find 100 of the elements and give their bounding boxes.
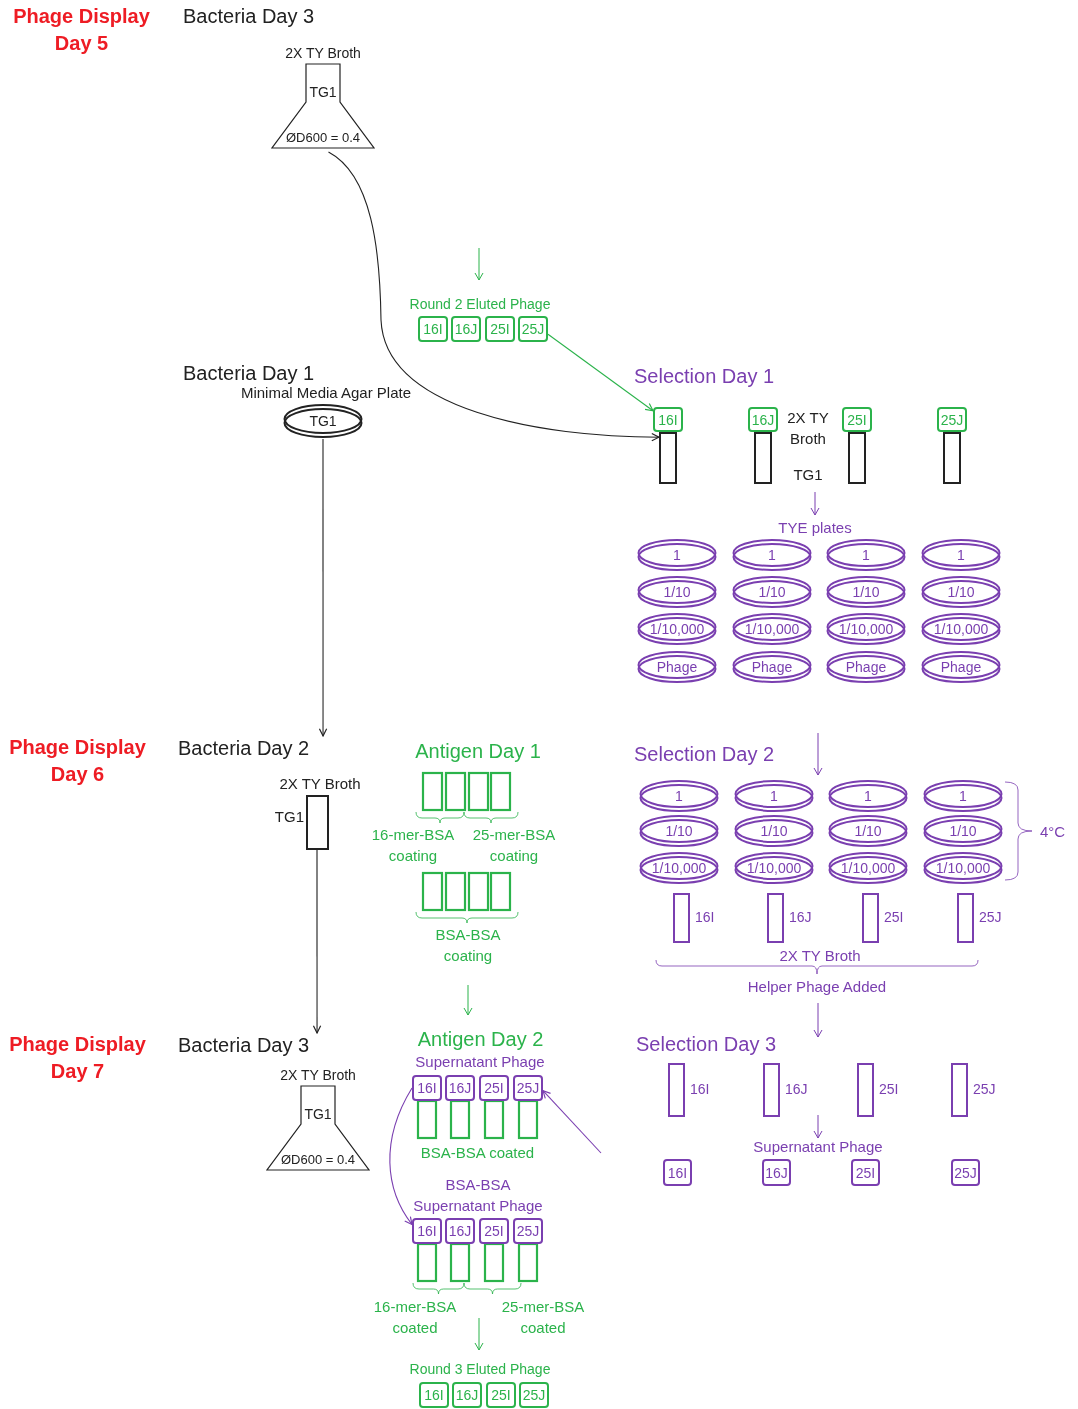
sample-tag: 25J xyxy=(937,407,967,432)
tube-label: 16I xyxy=(690,1081,710,1098)
group-label: Supernatant Phage xyxy=(414,1052,546,1071)
sample-tag: 25I xyxy=(486,1382,516,1408)
section-heading: Selection Day 3 xyxy=(636,1032,777,1056)
sample-tag: 16I xyxy=(663,1159,692,1186)
section-heading: Antigen Day 2 xyxy=(416,1027,545,1051)
sample-tag: 25I xyxy=(479,1218,509,1244)
section-heading: Bacteria Day 3 xyxy=(178,1033,328,1057)
dish-label: Phage xyxy=(751,659,793,675)
sample-tag: 25J xyxy=(519,1382,549,1408)
sample-tag: 25I xyxy=(485,316,515,342)
section-heading: Bacteria Day 1 xyxy=(183,361,315,385)
arrow xyxy=(312,849,322,1034)
day-heading: Phage Display Day 6 xyxy=(8,735,147,787)
dish-label: 1/10 xyxy=(760,823,788,839)
dish-label: 1 xyxy=(675,788,683,804)
density-label: ØD600 = 0.4 xyxy=(279,1152,357,1168)
sample-tag: 16I xyxy=(412,1075,442,1101)
strain-label: TG1 xyxy=(308,84,338,101)
dish-label: 1/10,000 xyxy=(744,621,800,637)
section-heading: Bacteria Day 3 xyxy=(183,4,315,28)
tube-label: 25J xyxy=(979,909,1002,926)
dish-label: 1/10,000 xyxy=(838,621,894,637)
dish-label: 1 xyxy=(959,788,967,804)
dish-label: 1/10 xyxy=(663,584,691,600)
group-label: Round 3 Eluted Phage xyxy=(408,1360,552,1378)
tube-label: 25I xyxy=(884,909,904,926)
tube xyxy=(754,432,772,484)
day-heading: Phage Display Day 7 xyxy=(8,1032,147,1084)
strain-label: TG1 xyxy=(792,465,824,484)
coating-label: 16-mer-BSA coating xyxy=(370,825,456,866)
dish-label: 1/10,000 xyxy=(746,860,802,876)
dish-label: 1/10,000 xyxy=(840,860,896,876)
sample-tag: 25J xyxy=(513,1075,543,1101)
coating-label: BSA-BSA coating xyxy=(434,925,502,966)
coating-label: 16-mer-BSA coated xyxy=(372,1297,458,1338)
dish-label: 1/10,000 xyxy=(935,860,991,876)
medium-label: 2X TY Broth xyxy=(278,775,362,793)
dish-label: 1 xyxy=(957,547,965,563)
medium-label: 2X TY Broth xyxy=(786,408,830,449)
dish-label: 1/10 xyxy=(947,584,975,600)
dish-label: 1 xyxy=(768,547,776,563)
sample-tag: 16I xyxy=(418,316,448,342)
sample-tag: 16J xyxy=(762,1159,791,1186)
tube xyxy=(659,432,677,484)
dish-label: 1/10 xyxy=(852,584,880,600)
sample-tag: 16J xyxy=(748,407,778,432)
group-label: Round 2 Eluted Phage xyxy=(408,295,552,313)
dish-label: 1/10,000 xyxy=(933,621,989,637)
medium-label: 2X TY Broth xyxy=(279,1067,357,1084)
density-label: ØD600 = 0.4 xyxy=(284,130,362,146)
dish-label: Phage xyxy=(940,659,982,675)
dish-label: Phage xyxy=(656,659,698,675)
dish-label: 1 xyxy=(673,547,681,563)
dish-label: 1/10,000 xyxy=(651,860,707,876)
dish-label: 1 xyxy=(864,788,872,804)
sample-tag: 16I xyxy=(412,1218,442,1244)
dish-label: 1/10 xyxy=(949,823,977,839)
strain-label: TG1 xyxy=(274,808,304,826)
group-label: BSA-BSA Supernatant Phage xyxy=(412,1175,544,1216)
dish-label: 1 xyxy=(862,547,870,563)
tube xyxy=(943,432,961,484)
day-heading: Phage Display Day 5 xyxy=(12,4,151,56)
medium-label: 2X TY Broth xyxy=(778,946,862,965)
sample-tag: 16J xyxy=(445,1075,475,1101)
sample-tag: 16J xyxy=(445,1218,475,1244)
sample-tag: 25J xyxy=(518,316,548,342)
arrow xyxy=(547,333,654,412)
temperature-label: 4°C xyxy=(1040,822,1066,841)
dish-label: TG1 xyxy=(309,413,337,429)
sample-tag: 16J xyxy=(452,1382,482,1408)
tube xyxy=(848,432,866,484)
sample-tag: 25I xyxy=(851,1159,880,1186)
tube-label: 25J xyxy=(973,1081,996,1098)
sample-tag: 25I xyxy=(842,407,872,432)
group-label: Supernatant Phage xyxy=(752,1137,884,1156)
coating-label: 25-mer-BSA coating xyxy=(471,825,557,866)
sample-tag: 16I xyxy=(653,407,683,432)
section-heading: Bacteria Day 2 xyxy=(178,736,328,760)
dish-label: 1 xyxy=(770,788,778,804)
arrow xyxy=(389,1087,413,1226)
tube-label: 16J xyxy=(789,909,812,926)
sample-tag: 25J xyxy=(951,1159,980,1186)
coating-label: BSA-BSA coated xyxy=(419,1143,536,1162)
sample-tag: 16J xyxy=(451,316,481,342)
dish-label: Phage xyxy=(845,659,887,675)
arrow xyxy=(318,438,328,737)
dish-label: 1/10 xyxy=(758,584,786,600)
strain-label: TG1 xyxy=(303,1106,333,1123)
group-label: TYE plates xyxy=(777,519,853,537)
medium-label: Minimal Media Agar Plate xyxy=(239,384,413,402)
section-heading: Selection Day 1 xyxy=(634,364,775,388)
sample-tag: 16I xyxy=(419,1382,449,1408)
step-label: Helper Phage Added xyxy=(746,977,888,996)
dish-label: 1/10,000 xyxy=(649,621,705,637)
sample-tag: 25J xyxy=(513,1218,543,1244)
tube-label: 16I xyxy=(695,909,715,926)
tube-label: 16J xyxy=(785,1081,808,1098)
tube-label: 25I xyxy=(879,1081,899,1098)
